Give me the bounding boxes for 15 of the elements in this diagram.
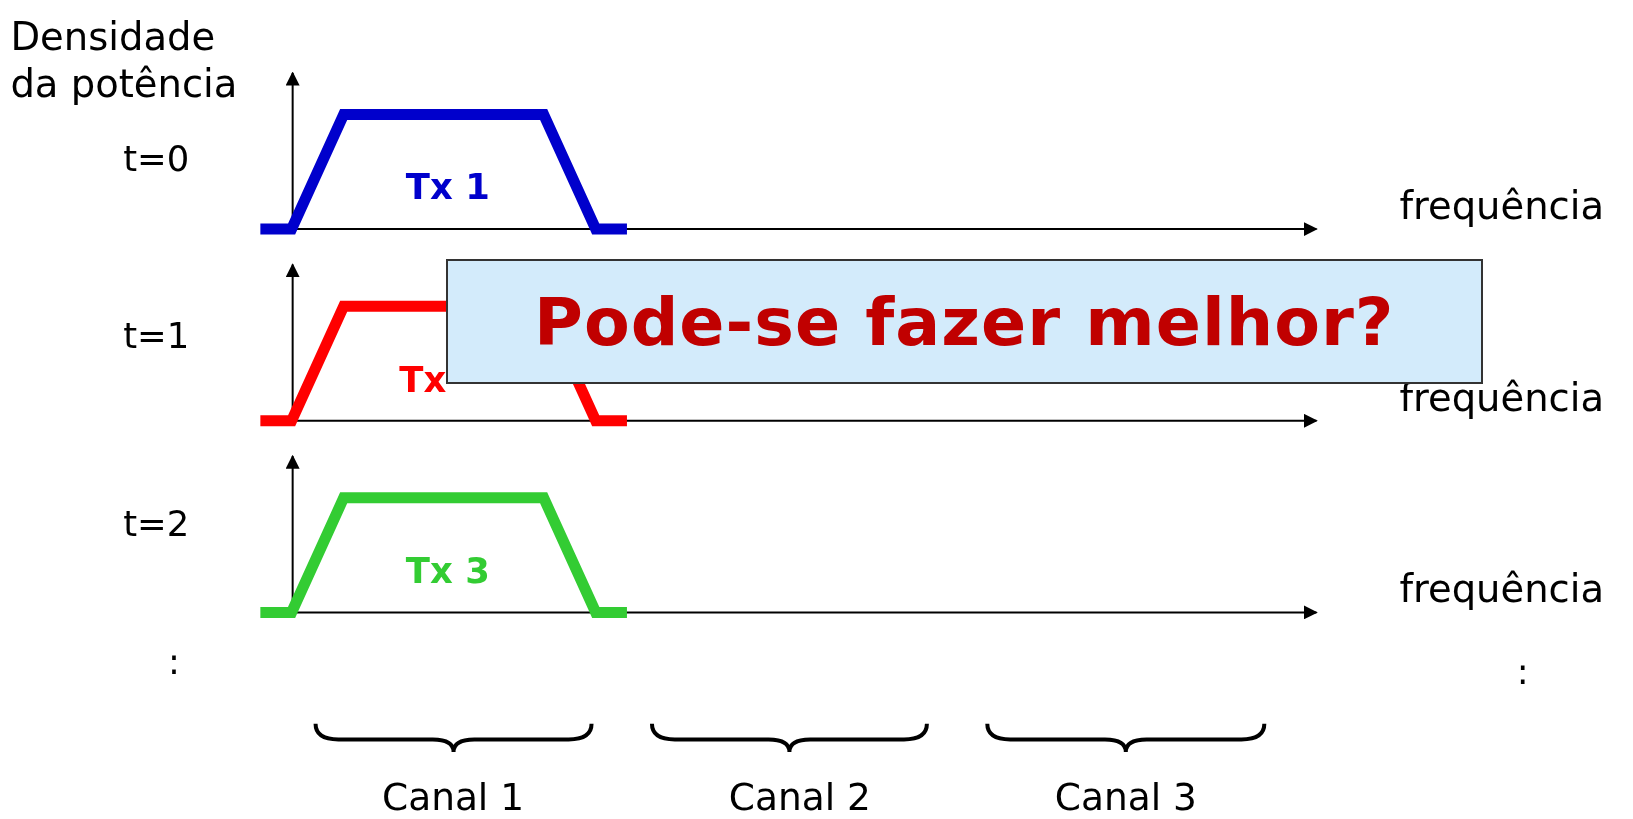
signal-label: Tx	[399, 358, 447, 402]
axis-label: frequência	[1399, 183, 1605, 230]
channel-label: Canal 1	[382, 774, 525, 819]
time-label: t=2	[123, 502, 190, 546]
signal-label: Tx 3	[405, 549, 490, 592]
signal-label: Tx 1	[405, 166, 490, 209]
channel-label: Canal 2	[728, 774, 871, 819]
time-label: t=1	[123, 315, 190, 358]
ellipsis-mark: :	[167, 641, 180, 684]
ellipsis-mark: :	[1516, 650, 1529, 693]
time-label: t=0	[123, 138, 190, 181]
callout-box: Pode-se fazer melhor?	[445, 259, 1483, 385]
channel-label: Canal 3	[1054, 774, 1197, 819]
axis-label: Densidade da potência	[10, 14, 239, 107]
axis-label: frequência	[1399, 566, 1605, 613]
